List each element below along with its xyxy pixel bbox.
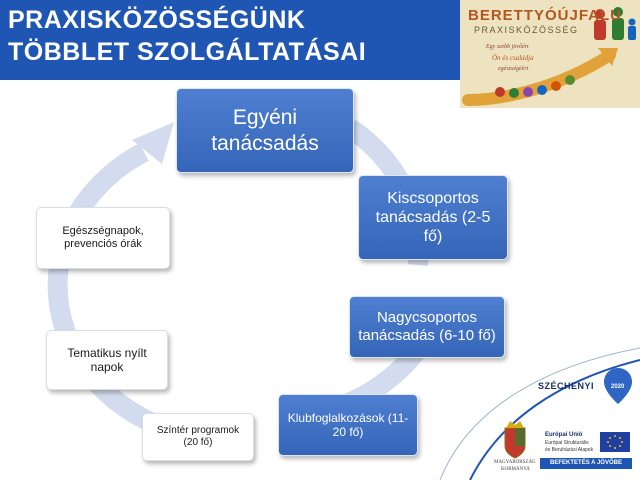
eu-funds-line-1: Európai Strukturális xyxy=(545,440,589,446)
node-nagycsoportos-tanacsadas: Nagycsoportos tanácsadás (6-10 fő) xyxy=(349,296,505,358)
node-szinter-programok: Színtér programok (20 fő) xyxy=(142,413,254,461)
node-tematikus-nyilt-napok: Tematikus nyílt napok xyxy=(46,330,168,390)
node-egyeni-tanacsadas: Egyéni tanácsadás xyxy=(176,88,354,173)
node-egeszsegnapok: Egészségnapok, prevenciós órák xyxy=(36,207,170,269)
svg-text:Egy szebb jövőért: Egy szebb jövőért xyxy=(485,43,529,50)
logo-subtitle: PRAXISKÖZÖSSÉG xyxy=(474,25,579,35)
szechenyi-year: 2020 xyxy=(611,384,625,390)
hungary-coat-of-arms-icon xyxy=(504,421,526,459)
node-kiscsoportos-tanacsadas: Kiscsoportos tanácsadás (2-5 fő) xyxy=(358,175,508,260)
government-label-line-1: MAGYARORSZÁG xyxy=(494,460,536,465)
szechenyi-label: SZÉCHENYI xyxy=(538,381,595,391)
berettyoujfalu-logo: Egy szebb jövőért Ön és családja egészsé… xyxy=(460,0,640,108)
cycle-arrow-head xyxy=(132,122,174,164)
page-title-line-2: TÖBBLET SZOLGÁLTATÁSAI xyxy=(8,38,367,66)
page-title-line-1: PRAXISKÖZÖSSÉGÜNK xyxy=(8,6,306,34)
node-klubfoglalkozasok: Klubfoglalkozások (11-20 fő) xyxy=(278,394,418,456)
logo-name: BERETTYÓÚJFALU xyxy=(468,7,623,24)
invest-banner: BEFEKTETÉS A JÖVŐBE xyxy=(540,458,632,469)
logo-illustration: Egy szebb jövőért Ön és családja egészsé… xyxy=(462,7,636,106)
svg-text:Ön és családja: Ön és családja xyxy=(492,54,534,62)
szechenyi-pin-icon xyxy=(604,368,632,404)
eu-flag-icon xyxy=(600,432,630,452)
government-label-line-2: KORMÁNYA xyxy=(501,467,530,472)
eu-funds-line-2: és Beruházási Alapok xyxy=(545,447,594,453)
eu-label: Európai Unió xyxy=(545,432,583,438)
svg-text:egészségéért: egészségéért xyxy=(498,66,529,72)
